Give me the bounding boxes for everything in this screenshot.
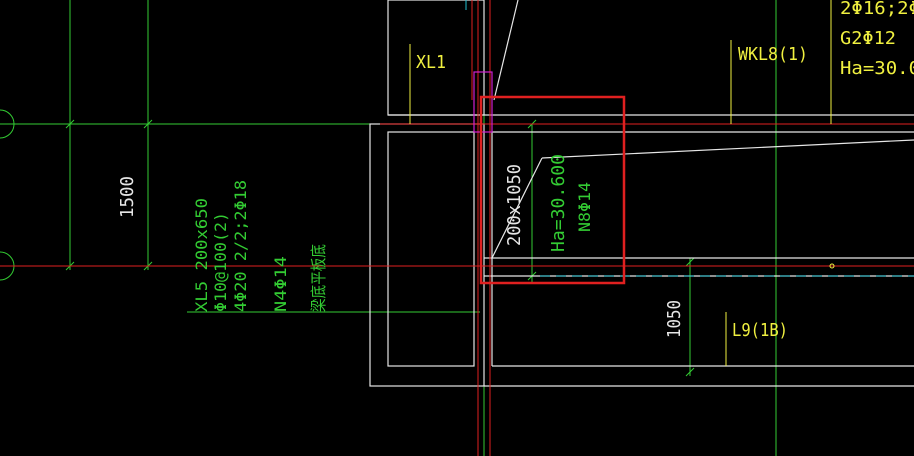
dimension-1500: 1500	[117, 176, 138, 218]
xl5-note-block: XL5 200x650 Φ10@100(2) 4Φ20 2/2;2Φ18 N4Φ…	[192, 180, 328, 312]
column-marker	[473, 71, 493, 133]
label-top-right-2: G2Φ12	[840, 28, 896, 49]
xl5-note-line-2: Φ10@100(2)	[211, 212, 230, 312]
label-l9: L9(1B)	[732, 320, 788, 341]
dimension-1050: 1050	[664, 300, 685, 338]
xl5-note-line-1: XL5 200x650	[192, 198, 211, 312]
selection-highlight-box[interactable]	[479, 95, 626, 285]
beam-side-bars-label: N8Φ14	[575, 182, 594, 232]
label-top-right-1: 2Φ16;2Φ	[840, 0, 914, 19]
label-xl1: XL1	[416, 52, 446, 73]
xl5-note-line-3: 4Φ20 2/2;2Φ18	[231, 180, 250, 312]
beam-outlines	[369, 0, 914, 387]
beam-elevation-label: Ha=30.600	[548, 154, 569, 252]
yellow-leaders	[409, 0, 832, 366]
hidden-lines	[465, 0, 914, 277]
xl5-note-line-5: 梁底平板底	[309, 244, 328, 312]
beam-size-label: 200x1050	[504, 164, 525, 246]
label-wkl8: WKL8(1)	[738, 44, 808, 65]
label-top-right-3: Ha=30.0	[840, 58, 914, 79]
node-marker	[829, 263, 835, 269]
xl5-note-line-4: N4Φ14	[271, 256, 290, 312]
